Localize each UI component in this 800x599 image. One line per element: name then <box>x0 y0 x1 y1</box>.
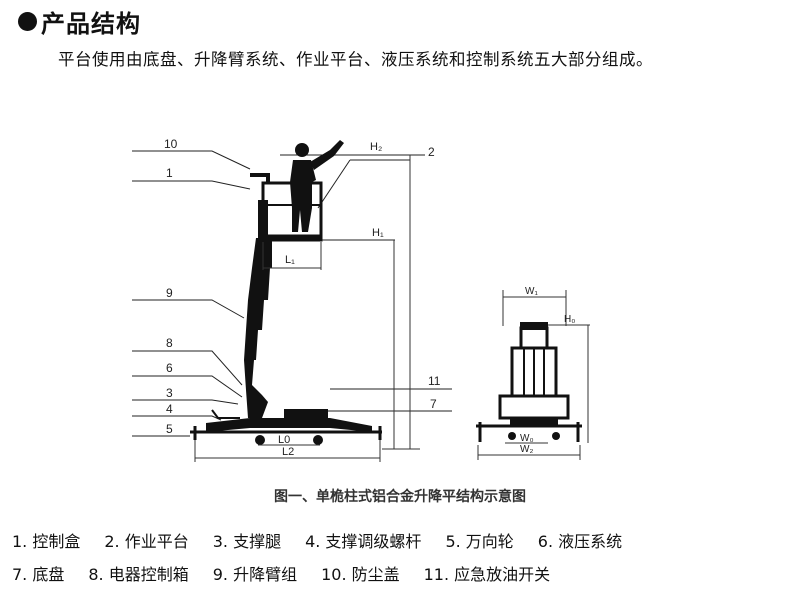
legend-item: 8. 电器控制箱 <box>88 565 189 584</box>
dim-h2: H₂ <box>370 141 382 153</box>
callout-4: 4 <box>166 402 173 416</box>
legend-item: 5. 万向轮 <box>445 532 514 551</box>
dim-l1: L₁ <box>285 254 295 266</box>
callout-6: 6 <box>166 361 173 375</box>
callout-11: 11 <box>428 374 441 388</box>
legend-item: 9. 升降臂组 <box>212 565 298 584</box>
dim-h0: H₀ <box>564 314 575 325</box>
callout-5: 5 <box>166 422 173 436</box>
height-dimensions <box>382 155 420 450</box>
callout-1: 1 <box>166 166 173 180</box>
dim-h1: H₁ <box>372 227 384 239</box>
chassis <box>190 409 382 445</box>
legend-item: 10. 防尘盖 <box>321 565 400 584</box>
dim-l0: L0 <box>278 434 290 446</box>
intro-paragraph: 平台使用由底盘、升降臂系统、作业平台、液压系统和控制系统五大部分组成。 <box>58 50 653 69</box>
structure-diagram: 10 1 9 8 6 3 4 5 2 11 7 <box>132 137 590 462</box>
legend-item: 4. 支撑调级螺杆 <box>305 532 422 551</box>
callout-labels-right: 2 11 7 <box>428 145 441 411</box>
parts-legend: 1. 控制盒 2. 作业平台 3. 支撑腿 4. 支撑调级螺杆 5. 万向轮 6… <box>12 525 792 591</box>
lift-front-view <box>476 322 582 442</box>
legend-item: 7. 底盘 <box>12 565 65 584</box>
callout-9: 9 <box>166 286 173 300</box>
legend-item: 1. 控制盒 <box>12 532 81 551</box>
legend-item: 11. 应急放油开关 <box>423 565 551 584</box>
front-view-dimensions <box>477 290 590 460</box>
callout-8: 8 <box>166 336 173 350</box>
dim-l2: L2 <box>282 446 294 458</box>
front-view-dim-labels: W₁ H₀ W₀ W₂ <box>520 286 575 455</box>
legend-item: 2. 作业平台 <box>104 532 189 551</box>
callout-7: 7 <box>430 397 437 411</box>
callout-leaders-left <box>132 150 251 437</box>
height-dim-labels: H₂ H₁ <box>370 141 384 239</box>
dim-w2: W₂ <box>520 444 533 455</box>
section-heading: 产品结构 <box>18 4 141 39</box>
operator-figure <box>290 140 344 232</box>
legend-row: 7. 底盘 8. 电器控制箱 9. 升降臂组 10. 防尘盖 11. 应急放油开… <box>12 558 792 591</box>
lift-side-view <box>190 140 382 445</box>
legend-item: 6. 液压系统 <box>537 532 623 551</box>
section-title: 产品结构 <box>41 10 141 38</box>
callout-labels-left: 10 1 9 8 6 3 4 5 <box>164 137 178 436</box>
figure-caption: 图一、单桅柱式铝合金升降平结构示意图 <box>274 489 526 505</box>
filled-circle-icon <box>18 12 37 31</box>
dim-l1-group: L₁ <box>262 242 322 270</box>
legend-item: 3. 支撑腿 <box>212 532 282 551</box>
length-dimensions <box>194 440 381 462</box>
mast <box>244 200 272 418</box>
legend-row: 1. 控制盒 2. 作业平台 3. 支撑腿 4. 支撑调级螺杆 5. 万向轮 6… <box>12 525 792 558</box>
callout-3: 3 <box>166 386 173 400</box>
dim-w0: W₀ <box>520 433 534 444</box>
callout-10: 10 <box>164 137 178 151</box>
callout-2: 2 <box>428 145 435 159</box>
dim-w1: W₁ <box>525 286 538 297</box>
